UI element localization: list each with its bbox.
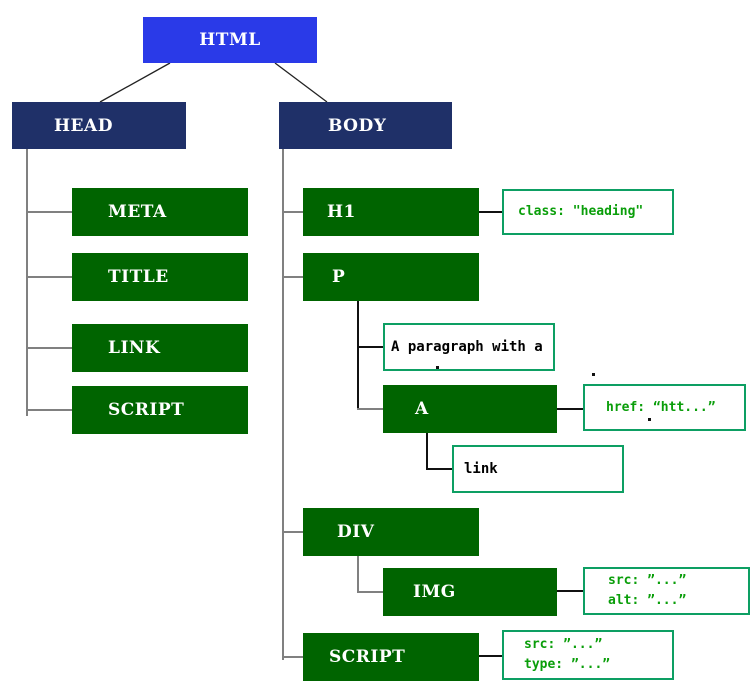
annotation-h1-class: class: "heading" [502,189,674,235]
annotation-line: src: ”...” [608,573,687,588]
connector-stub-a-text [426,468,452,470]
node-script-head: SCRIPT [72,386,248,434]
node-label: SCRIPT [108,400,185,420]
text-clip-dot [436,366,439,369]
connector-body-trunk [282,149,284,660]
connector-stub-script-body [282,656,303,658]
node-label: SCRIPT [329,647,406,667]
connector-stub-h1 [282,211,303,213]
connector-head-trunk [26,148,28,416]
node-html: HTML [143,17,317,63]
node-div: DIV [303,508,479,556]
connector-script-annotation [479,655,502,657]
node-label: P [332,267,346,287]
connector-img-annotation [557,590,583,592]
node-body: BODY [279,102,452,149]
connector-stub-link [26,347,72,349]
node-h1: H1 [303,188,479,236]
node-label: IMG [413,582,456,602]
connector-div-trunk [357,556,359,592]
node-label: LINK [108,338,161,358]
text-clip-dot [592,373,595,376]
text-node-content: A paragraph with a [391,339,543,355]
node-meta: META [72,188,248,236]
connector-p-trunk [357,301,359,409]
node-a: A [383,385,557,433]
connector-stub-div [282,531,303,533]
node-label: BODY [328,115,387,136]
text-node-content: link [464,461,498,477]
node-label: HTML [199,30,261,50]
text-node-paragraph: A paragraph with a [383,323,555,371]
node-label: A [415,399,429,419]
node-label: TITLE [108,267,169,287]
connector-stub-a [357,408,383,410]
connector-stub-title [26,276,72,278]
node-label: HEAD [54,115,113,136]
edge-html-head [99,62,171,103]
node-script-body: SCRIPT [303,633,479,681]
annotation-img-src-alt: src: ”...” alt: ”...” [583,567,750,615]
annotation-line: type: ”...” [524,657,611,672]
connector-stub-p-text [357,346,383,348]
node-img: IMG [383,568,557,616]
node-label: META [108,202,167,222]
node-p: P [303,253,479,301]
node-label: H1 [327,202,356,222]
connector-h1-annotation [479,211,502,213]
node-head: HEAD [12,102,186,149]
node-label: DIV [337,522,375,542]
connector-stub-meta [26,211,72,213]
node-link: LINK [72,324,248,372]
annotation-line: class: "heading" [518,204,644,219]
annotation-line: href: “htt...” [606,399,716,415]
node-title: TITLE [72,253,248,301]
connector-a-annotation [557,408,583,410]
annotation-line: alt: ”...” [608,593,687,608]
connector-stub-p [282,276,303,278]
connector-stub-img [357,591,383,593]
text-clip-dot [648,418,651,421]
annotation-line: src: ”...” [524,637,603,652]
connector-stub-script-head [26,409,72,411]
annotation-a-href: href: “htt...” [583,384,746,431]
connector-a-trunk [426,433,428,469]
text-node-link: link [452,445,624,493]
annotation-script-src-type: src: ”...” type: ”...” [502,630,674,680]
edge-html-body [274,62,328,103]
